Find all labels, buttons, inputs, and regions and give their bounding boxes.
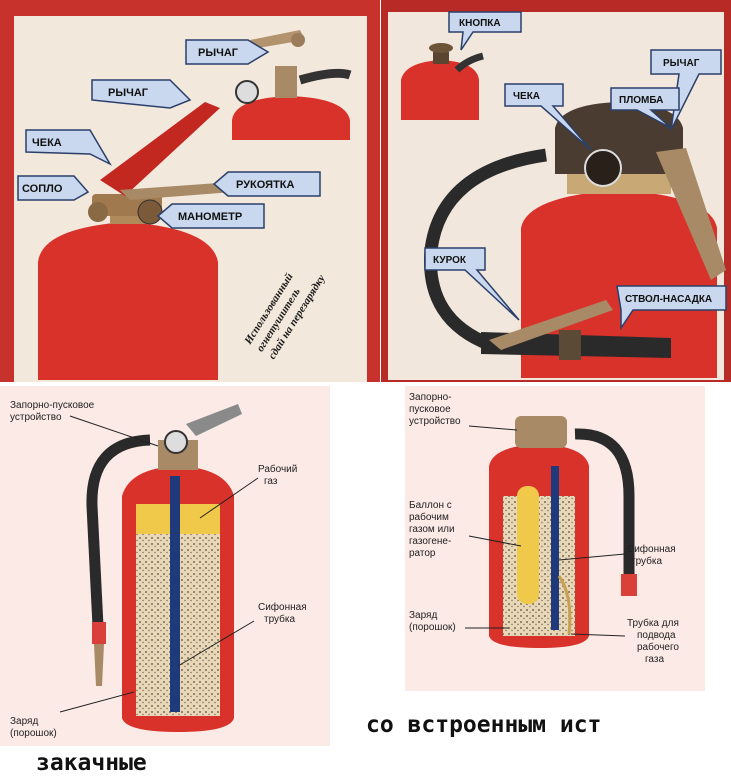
panel-cutaway-built-in-gas: Запорно- пусковое устройство Баллон с ра…	[405, 386, 705, 691]
label-siphon-1: Сифонная	[627, 543, 676, 555]
caption-stored-pressure: закачные	[36, 750, 147, 776]
label-lever-top: РЫЧАГ	[198, 47, 239, 59]
button	[429, 43, 453, 53]
label-trigger: КУРОК	[433, 255, 467, 266]
extinguisher-illustration-1: РЫЧАГ РЫЧАГ ЧЕКА СОПЛО РУКОЯТКА МАНОМЕТР…	[0, 0, 380, 382]
label-gauge: МАНОМЕТР	[178, 211, 242, 223]
label-lever: РЫЧАГ	[108, 87, 149, 99]
label-button: КНОПКА	[459, 18, 501, 29]
label-gas-tube-4: газа	[645, 654, 664, 665]
extinguisher-illustration-2: КНОПКА РЫЧАГ ЧЕКА ПЛОМБА КУРОК СТВОЛ-НАС…	[381, 0, 731, 382]
lever	[186, 404, 242, 436]
panel-co2-extinguisher: КНОПКА РЫЧАГ ЧЕКА ПЛОМБА КУРОК СТВОЛ-НАС…	[381, 0, 731, 382]
gauge	[165, 431, 187, 453]
label-cylinder-4: газогене-	[409, 536, 451, 547]
label-handle: РУКОЯТКА	[236, 179, 294, 191]
caption-built-in-source: со встроенным ист	[366, 712, 601, 738]
panel-cutaway-stored: Запорно-пусковое устройство Рабочий газ …	[0, 386, 330, 746]
inset-cylinder	[401, 60, 479, 120]
pin-ring	[585, 150, 621, 186]
label-pin: ЧЕКА	[32, 137, 62, 149]
label-cylinder-5: ратор	[409, 548, 436, 559]
extinguisher-cutaway-2: Запорно- пусковое устройство Баллон с ра…	[405, 386, 705, 691]
label-charge-1: Заряд	[409, 610, 437, 621]
label-gas-2: газ	[264, 476, 278, 487]
label-charge-1: Заряд	[10, 716, 38, 727]
siphon-tube	[170, 476, 180, 712]
label-cylinder-2: рабочим	[409, 511, 449, 523]
label-cylinder-3: газом или	[409, 524, 455, 535]
label-gas-tube-1: Трубка для	[627, 617, 679, 629]
leader-valve	[469, 426, 517, 430]
small-gauge	[236, 81, 258, 103]
main-cylinder	[38, 222, 218, 380]
label-charge-2: (порошок)	[409, 622, 456, 633]
panel-stored-pressure-extinguisher: РЫЧАГ РЫЧАГ ЧЕКА СОПЛО РУКОЯТКА МАНОМЕТР…	[0, 0, 380, 382]
label-nozzle: СОПЛО	[22, 183, 63, 195]
label-valve-3: устройство	[409, 416, 461, 427]
label-siphon-1: Сифонная	[258, 601, 307, 613]
label-gas-tube-3: рабочего	[637, 641, 679, 653]
gauge	[138, 200, 162, 224]
label-lever: РЫЧАГ	[663, 58, 700, 69]
label-siphon-2: трубка	[264, 613, 295, 625]
extinguisher-cutaway-1: Запорно-пусковое устройство Рабочий газ …	[0, 386, 330, 746]
small-valve-head	[275, 66, 297, 98]
label-barrel: СТВОЛ-НАСАДКА	[625, 294, 712, 305]
label-pin: ЧЕКА	[513, 91, 540, 102]
label-seal: ПЛОМБА	[619, 95, 663, 106]
siphon-tube	[551, 466, 559, 630]
lever	[100, 102, 220, 196]
small-hose	[300, 73, 350, 80]
label-valve-1: Запорно-пусковое	[10, 400, 95, 411]
label-gas-tube-2: подвода	[637, 630, 676, 641]
label-cylinder-1: Баллон с	[409, 500, 452, 511]
label-gas-1: Рабочий	[258, 463, 297, 475]
label-valve-2: пусковое	[409, 404, 451, 415]
valve	[515, 416, 567, 448]
label-charge-2: (порошок)	[10, 728, 57, 739]
gas-cartridge	[517, 486, 539, 604]
label-siphon-2: трубка	[631, 555, 662, 567]
leader-valve	[70, 416, 158, 446]
label-valve-2: устройство	[10, 412, 62, 423]
label-valve-1: Запорно-	[409, 392, 452, 403]
nozzle	[88, 202, 108, 222]
